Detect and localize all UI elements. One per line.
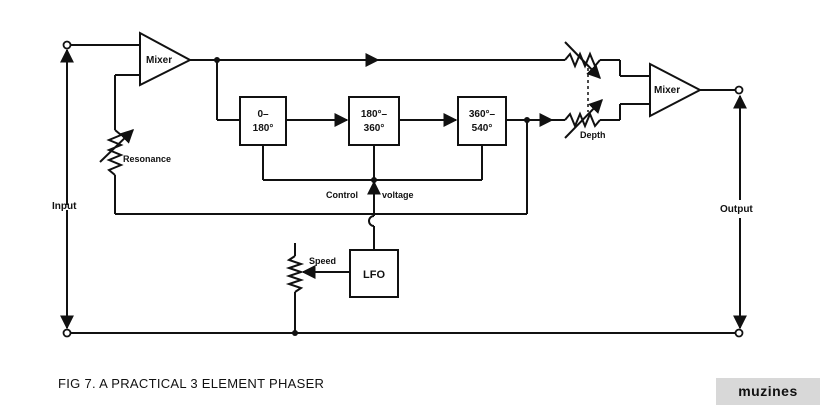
stage1-box [239,96,287,146]
stage2-box [348,96,400,146]
stage2-label-2: 360° [364,123,385,134]
speed-label: Speed [309,256,336,266]
speed-pot [285,255,305,293]
mixer-right-triangle [649,62,703,118]
stage1-label-2: 180° [253,123,274,134]
stage2-label-1: 180°– [361,109,388,120]
output-label: Output [720,204,753,215]
control-label: Control [326,190,358,200]
muzines-logo[interactable]: muzines [716,378,820,405]
mixer-left-label: Mixer [146,55,172,66]
resonance-label: Resonance [123,154,171,164]
input-terminal-top [62,40,72,50]
stage3-box [457,96,507,146]
mixer-right-label: Mixer [654,85,680,96]
phaser-diagram: Mixer Mixer 0– 180° 180°– 360° 360°– 540… [52,31,753,338]
voltage-label: voltage [382,190,414,200]
input-label: Input [52,201,77,212]
stage3-label-1: 360°– [469,109,496,120]
mixer-left-triangle [139,31,193,87]
output-terminal-top [734,85,744,95]
resonance-pot [106,129,124,176]
output-terminal-bottom [734,328,744,338]
lfo-box [349,249,399,298]
input-terminal-bottom [62,328,72,338]
stage3-label-2: 540° [472,123,493,134]
depth-label: Depth [580,130,606,140]
lfo-label: LFO [363,269,385,281]
stage1-label-1: 0– [257,109,269,120]
figure-caption: FIG 7. A PRACTICAL 3 ELEMENT PHASER [58,376,325,391]
